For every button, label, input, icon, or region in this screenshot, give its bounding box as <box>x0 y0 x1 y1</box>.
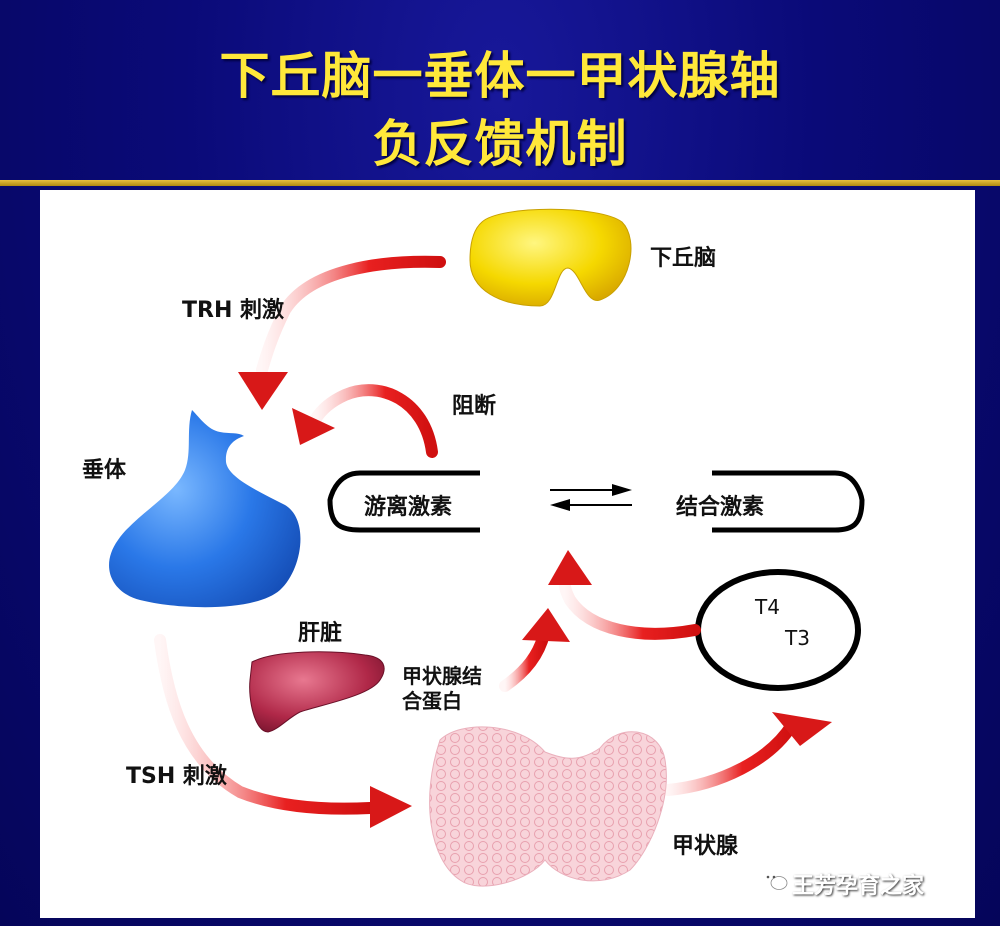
label-t4: T4 <box>755 595 780 619</box>
thyroid-to-t4t3-arrow <box>662 719 798 796</box>
liver-shape <box>249 651 385 733</box>
label-tsh: TSH 刺激 <box>126 764 227 789</box>
trh-arrowhead <box>238 372 288 410</box>
slide-title-line-2: 负反馈机制 <box>372 115 628 173</box>
label-trh: TRH 刺激 <box>182 298 285 323</box>
bound-hormone-bracket <box>712 470 865 533</box>
t4t3-to-free-arrowhead <box>548 550 592 585</box>
label-liver: 肝脏 <box>298 621 343 646</box>
block-arrowhead <box>292 408 335 445</box>
equilibrium-right-arrow <box>612 484 632 496</box>
trh-arrow <box>256 255 446 376</box>
slide-title-line-1: 下丘脑一垂体一甲状腺轴 <box>219 47 781 105</box>
pituitary-shape <box>109 410 301 608</box>
wechat-icon <box>761 870 788 890</box>
block-arrow <box>309 384 438 458</box>
label-t3: T3 <box>785 626 810 650</box>
tsh-arrowhead <box>370 786 412 828</box>
label-free-hormone: 游离激素 <box>364 495 453 520</box>
equilibrium-left-arrow <box>550 499 570 511</box>
label-tbg-line1: 甲状腺结 <box>402 664 482 688</box>
label-thyroid: 甲状腺 <box>672 834 739 859</box>
thyroid-shape <box>429 726 667 887</box>
t4t3-to-free-arrow <box>558 572 701 640</box>
hypothalamus-shape <box>469 208 632 307</box>
label-block: 阻断 <box>452 394 497 419</box>
label-bound-hormone: 结合激素 <box>676 495 765 520</box>
thyroid-to-t4t3-arrowhead <box>772 712 832 746</box>
t4-t3-circle <box>695 569 861 691</box>
tbg-arrowhead <box>522 608 570 642</box>
label-hypothalamus: 下丘脑 <box>650 246 717 271</box>
label-pituitary: 垂体 <box>82 458 127 483</box>
label-tbg-line2: 合蛋白 <box>402 689 462 713</box>
title-divider <box>0 180 1000 186</box>
watermark-text: 王芳孕育之家 <box>792 874 925 899</box>
tsh-arrow <box>154 634 376 815</box>
free-hormone-bracket <box>327 470 480 533</box>
